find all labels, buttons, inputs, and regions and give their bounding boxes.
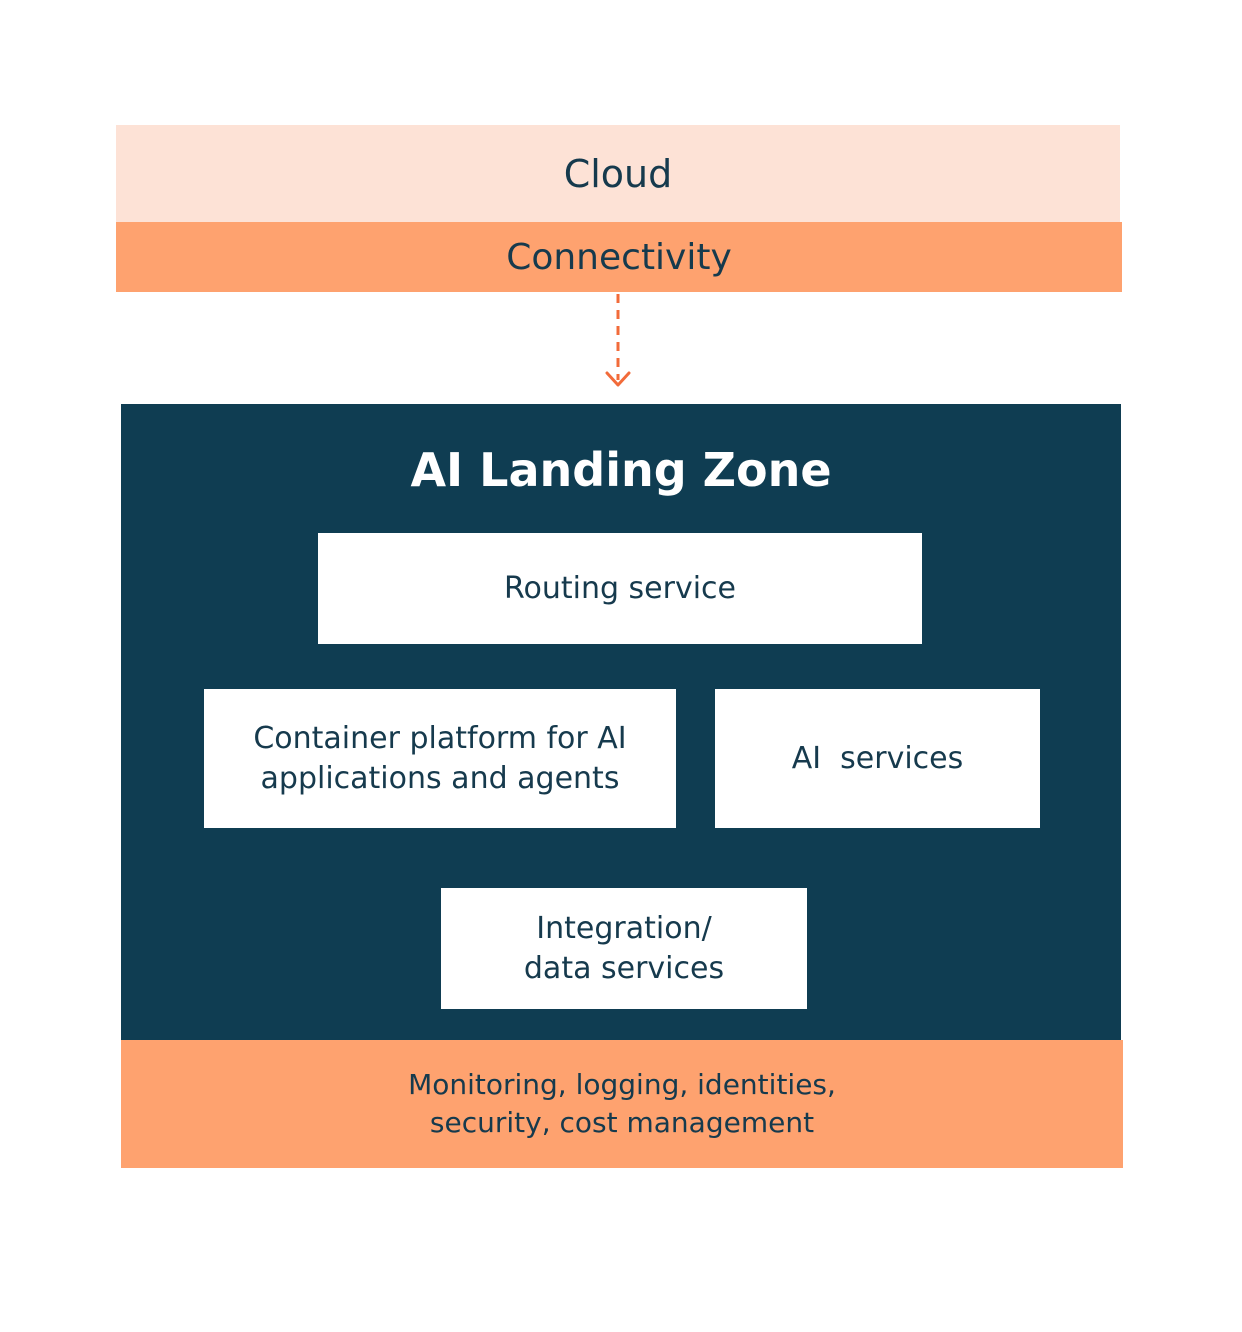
container-platform-label-line2: applications and agents xyxy=(260,760,620,796)
connectivity-layer: Connectivity xyxy=(116,222,1122,292)
landing-zone-title: AI Landing Zone xyxy=(410,443,832,497)
monitoring-label-line2: security, cost management xyxy=(429,1106,815,1139)
integration-label-line1: Integration/ xyxy=(536,910,712,946)
ai-services-box: AI services xyxy=(715,689,1040,828)
integration-label-line2: data services xyxy=(523,950,725,986)
connectivity-label: Connectivity xyxy=(506,236,732,278)
routing-service-label: Routing service xyxy=(503,570,737,606)
cloud-label: Cloud xyxy=(563,152,673,196)
routing-service-box: Routing service xyxy=(318,533,922,644)
dashed-down-arrow xyxy=(605,294,631,387)
ai-services-label: AI services xyxy=(791,740,964,776)
container-platform-box: Container platform for AI applications a… xyxy=(204,689,676,828)
integration-data-services-box: Integration/ data services xyxy=(441,888,807,1009)
cloud-layer: Cloud xyxy=(116,125,1120,223)
container-platform-label-line1: Container platform for AI xyxy=(253,720,627,756)
monitoring-layer: Monitoring, logging, identities, securit… xyxy=(121,1040,1123,1168)
monitoring-label-line1: Monitoring, logging, identities, xyxy=(408,1068,836,1101)
